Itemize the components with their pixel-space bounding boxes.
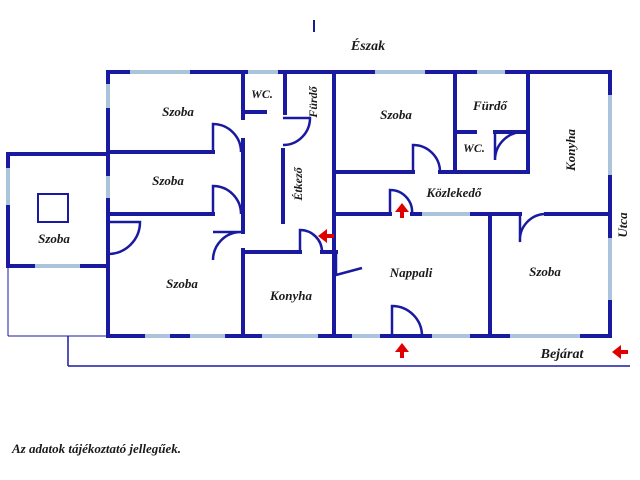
windows [6,70,612,338]
street-label: Utca [615,212,630,238]
room-konyha-bottom: Konyha [269,288,312,303]
room-furdo-right: Fürdő [472,98,508,113]
arrow-left-icon [318,229,334,243]
room-wc-right: WC. [463,141,485,155]
room-kozlekedo: Közlekedő [426,185,483,200]
room-szoba-top-mid: Szoba [380,107,412,122]
arrow-up-icon [395,343,409,358]
entrance-label: Bejárat [540,347,585,362]
arrow-up-icon [395,203,409,218]
room-szoba-bottom-left: Szoba [166,276,198,291]
north-label: Észak [350,37,385,54]
room-szoba-mid-left: Szoba [152,173,184,188]
chimney-square [37,193,69,223]
room-etkezo: Étkező [291,166,305,201]
room-szoba-annex: Szoba [38,231,70,246]
room-furdo-left: Fürdő [306,85,320,118]
entry-arrows [318,203,628,359]
room-konyha-right: Konyha [563,129,578,172]
room-szoba-bottom-right: Szoba [529,264,561,279]
doors [107,116,547,337]
room-szoba-top-left: Szoba [162,104,194,119]
room-wc-left: WC. [251,87,273,101]
arrow-left-icon [612,345,628,359]
room-nappali: Nappali [389,265,433,280]
footnote: Az adatok tájékoztató jellegűek. [12,441,181,456]
